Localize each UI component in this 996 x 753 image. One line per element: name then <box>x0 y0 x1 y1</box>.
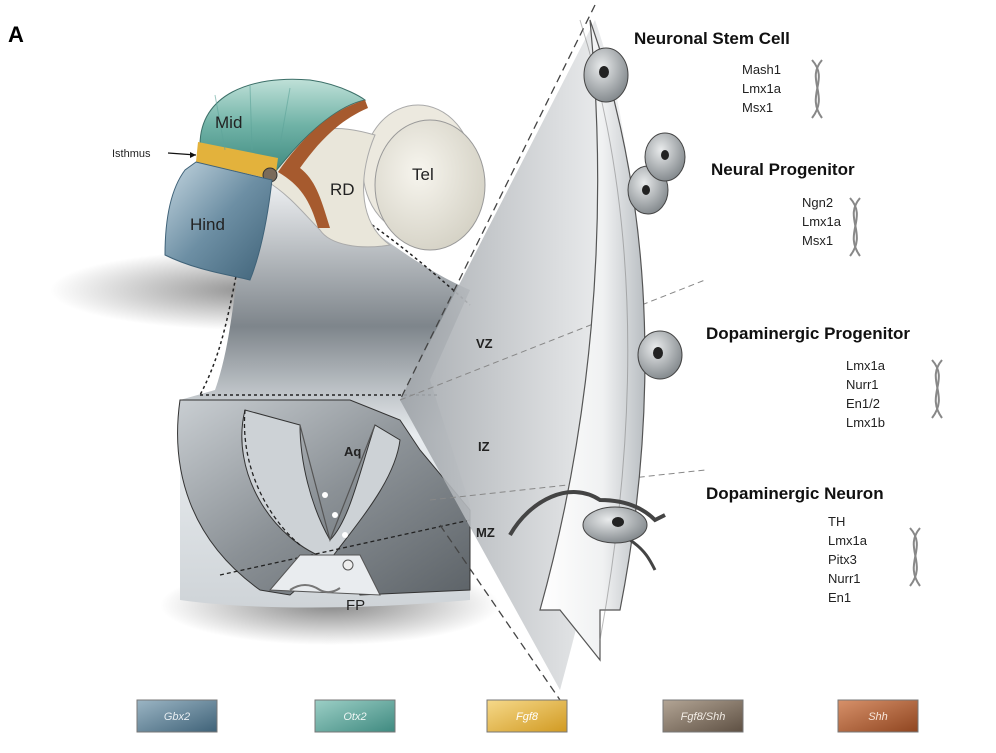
legend-label: Shh <box>868 711 888 723</box>
gene-label: Mash1 <box>742 62 781 77</box>
aq-label: Aq <box>344 444 361 459</box>
isthmus-arrowhead <box>190 152 196 158</box>
mz-label: MZ <box>476 525 495 540</box>
legend-label: Fgf8 <box>516 711 539 723</box>
dna-icon <box>850 198 860 256</box>
legend-label: Fgf8/Shh <box>681 711 726 723</box>
gene-label: TH <box>828 514 845 529</box>
gene-label: En1/2 <box>846 396 880 411</box>
progenitor-cell <box>628 133 685 214</box>
tel-label: Tel <box>412 165 434 184</box>
gene-label: Nurr1 <box>828 571 861 586</box>
legend-item-fgf8: Fgf8 <box>487 700 567 732</box>
rd-label: RD <box>330 180 355 199</box>
mid-label: Mid <box>215 113 242 132</box>
gene-label: Msx1 <box>742 100 773 115</box>
dna-icon <box>812 60 822 118</box>
dna-icon <box>910 528 920 586</box>
legend-item-otx2: Otx2 <box>315 700 395 732</box>
stage-title: Dopaminergic Progenitor <box>706 324 910 343</box>
vz-label: VZ <box>476 336 493 351</box>
gene-label: En1 <box>828 590 851 605</box>
legend-item-shh: Shh <box>838 700 918 732</box>
legend-label: Gbx2 <box>164 711 190 723</box>
legend-item-fgf8-shh: Fgf8/Shh <box>663 700 743 732</box>
stage-title: Neural Progenitor <box>711 160 855 179</box>
isthmus-label: Isthmus <box>112 148 151 160</box>
gene-label: Lmx1b <box>846 415 885 430</box>
fp-label: FP <box>346 597 365 614</box>
stage-title: Dopaminergic Neuron <box>706 484 884 503</box>
hind-label: Hind <box>190 215 225 234</box>
panel-label: A <box>8 22 24 47</box>
gene-label: Nurr1 <box>846 377 879 392</box>
gene-label: Msx1 <box>802 233 833 248</box>
stem-cell <box>584 48 628 102</box>
gene-label: Lmx1a <box>828 533 868 548</box>
gene-label: Lmx1a <box>802 214 842 229</box>
iz-label: IZ <box>478 439 490 454</box>
legend: Gbx2 Otx2 Fgf8 Fgf8/Shh Shh <box>137 700 918 732</box>
gene-label: Pitx3 <box>828 552 857 567</box>
legend-label: Otx2 <box>343 711 366 723</box>
dna-icon <box>932 360 942 418</box>
stage-title: Neuronal Stem Cell <box>634 29 790 48</box>
gene-label: Lmx1a <box>742 81 782 96</box>
gene-label: Lmx1a <box>846 358 886 373</box>
gene-label: Ngn2 <box>802 195 833 210</box>
legend-item-gbx2: Gbx2 <box>137 700 217 732</box>
dopaminergic-progenitor-cell <box>638 331 682 379</box>
